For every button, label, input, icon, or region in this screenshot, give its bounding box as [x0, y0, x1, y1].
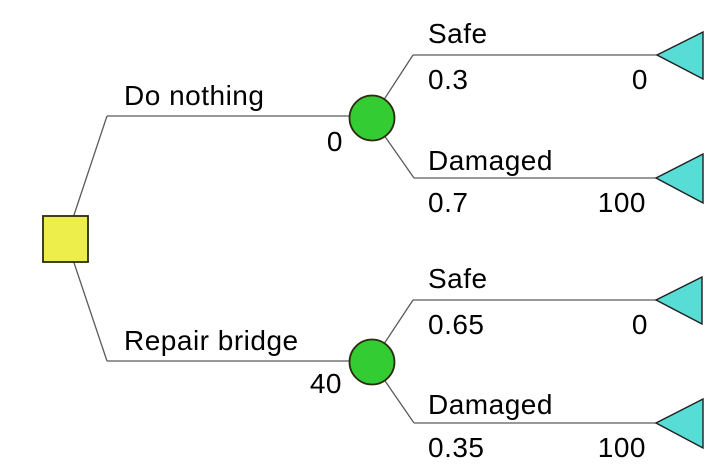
branch-probability-damaged-top: 0.7: [428, 187, 468, 218]
branch-label-do-nothing: Do nothing: [124, 80, 264, 111]
branch-probability-safe-top: 0.3: [428, 64, 468, 95]
decision-node[interactable]: [42, 215, 89, 263]
branch-payoff-damaged-bottom: 100: [598, 432, 646, 463]
branch-label-safe-top: Safe: [428, 18, 488, 49]
branch-label-safe-bottom: Safe: [428, 263, 488, 294]
end-node-safe-top[interactable]: [655, 30, 704, 81]
branch-label-damaged-bottom: Damaged: [428, 389, 553, 420]
branch-label-repair-bridge: Repair bridge: [124, 325, 299, 356]
chance-node-repair-bridge[interactable]: [348, 338, 396, 386]
branch-value-do-nothing: 0: [327, 126, 343, 157]
branch-probability-safe-bottom: 0.65: [428, 309, 485, 340]
branch-payoff-safe-bottom: 0: [632, 309, 648, 340]
branch-label-damaged-top: Damaged: [428, 145, 553, 176]
branch-probability-damaged-bottom: 0.35: [428, 432, 485, 463]
branch-value-repair-bridge: 40: [310, 368, 342, 399]
end-node-damaged-top[interactable]: [654, 152, 704, 205]
branch-payoff-safe-top: 0: [632, 64, 648, 95]
branch-payoff-damaged-top: 100: [598, 187, 646, 218]
end-node-damaged-bottom[interactable]: [654, 397, 704, 450]
chance-node-do-nothing[interactable]: [348, 94, 396, 142]
end-node-safe-bottom[interactable]: [654, 275, 703, 326]
